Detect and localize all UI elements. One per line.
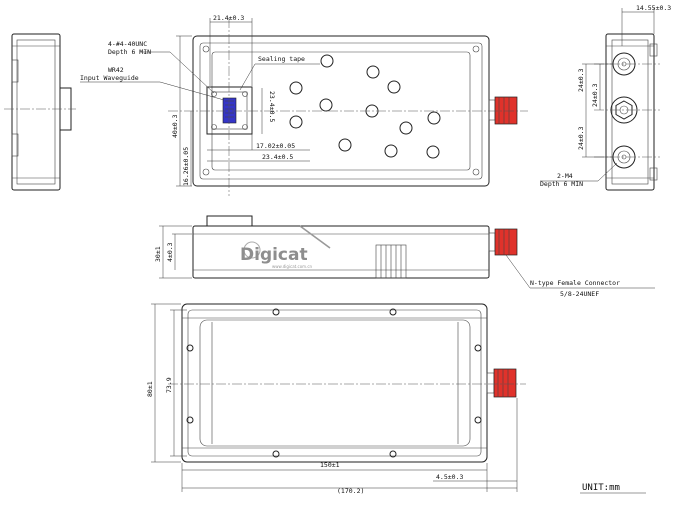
bottom-length-label: 150±1 — [320, 461, 340, 469]
connector-label: N-type Female Connector — [530, 279, 620, 287]
logo-text: Digicat — [240, 245, 308, 265]
right-width-label: 14.55±0.3 — [636, 4, 671, 12]
right-end-view — [540, 8, 660, 191]
flange-screws-depth-label: Depth 6 MIN — [108, 48, 151, 56]
side-screws-depth-label: Depth 6 MIN — [540, 180, 583, 188]
bottom-connector-label: 4.5±0.3 — [436, 473, 463, 481]
logo-tagline: www.digicat.com.cn — [272, 264, 313, 269]
top-height-2-label: 16.26±0.05 — [182, 147, 190, 186]
bottom-view — [151, 303, 646, 494]
right-a-label: 24±0.3 — [577, 68, 585, 92]
left-end-view — [4, 33, 76, 191]
side-view — [159, 215, 655, 289]
flange-offset-b-label: 17.02±0.05 — [256, 142, 295, 150]
top-flange-width-label: 21.4±0.3 — [213, 14, 244, 22]
side-height-label: 30±1 — [154, 246, 162, 262]
sealing-tape-label: Sealing tape — [258, 55, 305, 63]
waveguide-type-label: WR42 — [108, 66, 124, 74]
flange-offset-c-label: 23.4±0.5 — [262, 153, 293, 161]
flange-screws-label: 4-#4-40UNC — [108, 40, 147, 48]
right-b-label: 24±0.3 — [591, 83, 599, 107]
right-c-label: 24±0.3 — [577, 126, 585, 150]
bottom-height-label: 80±1 — [146, 381, 154, 397]
top-view — [80, 18, 528, 196]
flange-offset-a-label: 23.4±0.5 — [268, 91, 276, 122]
side-height-2-label: 4±0.3 — [166, 242, 174, 262]
unit-label: UNIT:mm — [582, 483, 620, 493]
bottom-overall-label: (170.2) — [337, 487, 364, 495]
waveguide-role-label: Input Waveguide — [80, 74, 139, 82]
connector-thread-label: 5/8-24UNEF — [560, 290, 599, 298]
bottom-height-2-label: 73.9 — [165, 377, 173, 393]
side-screws-label: 2-M4 — [557, 172, 573, 180]
top-height-label: 40±0.3 — [171, 114, 179, 138]
